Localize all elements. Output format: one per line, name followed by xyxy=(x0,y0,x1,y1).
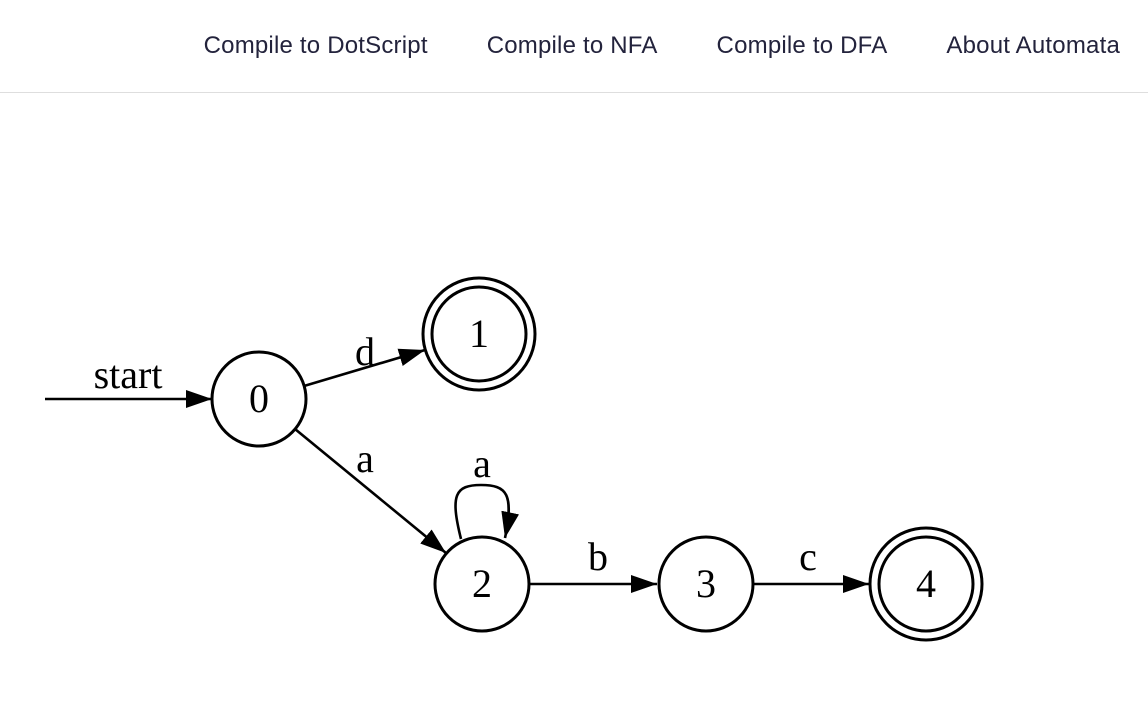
state-0: 0 xyxy=(210,350,308,448)
state-3-label: 3 xyxy=(696,561,716,606)
state-4: 4 xyxy=(868,526,984,642)
state-1-label: 1 xyxy=(469,311,489,356)
state-4-label: 4 xyxy=(916,561,936,606)
state-1-circle-inner xyxy=(430,285,528,383)
edge-2-self-loop xyxy=(454,483,520,540)
edge-2-self-loop-label: a xyxy=(473,441,491,486)
state-1: 1 xyxy=(421,276,537,392)
state-4-circle-outer xyxy=(868,526,984,642)
nav-link-compile-to-dotscript[interactable]: Compile to DotScript xyxy=(203,32,428,59)
nav-link-compile-to-dfa[interactable]: Compile to DFA xyxy=(716,32,888,59)
state-3-circle xyxy=(657,535,755,633)
state-0-circle xyxy=(210,350,308,448)
state-2-label: 2 xyxy=(472,561,492,606)
state-2: 2 xyxy=(433,535,531,633)
nav-link-about-automata[interactable]: About Automata xyxy=(946,32,1120,59)
automaton-diagram: start d a a b c 0 1 2 xyxy=(45,276,984,642)
edge-3-to-4-label: c xyxy=(799,534,817,579)
edge-0-to-2 xyxy=(294,427,447,555)
top-navbar: Compile to DotScript Compile to NFA Comp… xyxy=(0,0,1148,93)
start-label: start xyxy=(94,352,163,397)
nav-link-compile-to-nfa[interactable]: Compile to NFA xyxy=(486,32,658,59)
edge-0-to-2-label: a xyxy=(356,436,374,481)
automaton-canvas: start d a a b c 0 1 2 xyxy=(0,93,1148,726)
state-2-circle xyxy=(433,535,531,633)
edge-0-to-1-label: d xyxy=(355,329,375,374)
state-0-label: 0 xyxy=(249,376,269,421)
state-4-circle-inner xyxy=(877,535,975,633)
state-3: 3 xyxy=(657,535,755,633)
edge-2-to-3-label: b xyxy=(588,534,608,579)
edge-0-to-1 xyxy=(303,348,426,388)
state-1-circle-outer xyxy=(421,276,537,392)
